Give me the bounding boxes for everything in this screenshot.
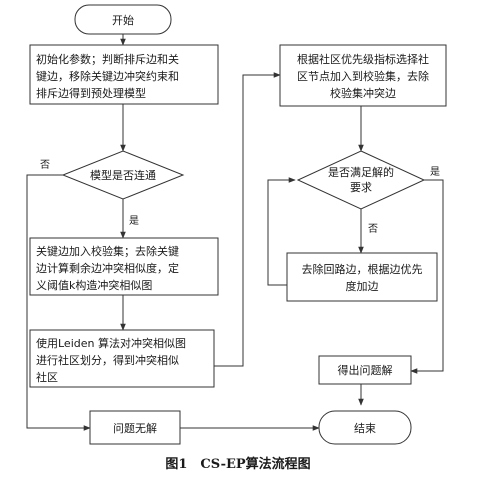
node-no-solution-label: 问题无解 — [113, 421, 157, 435]
label-satisfy-no: 否 — [368, 223, 378, 235]
node-connected-shape — [61, 150, 185, 200]
node-satisfy: 是否满足解的 要求 — [296, 150, 426, 210]
node-no-solution: 问题无解 — [89, 410, 181, 445]
node-similarity: 关键边加入校验集；去除关键 边计算剩余边冲突相似度，定 义阈值k构造冲突相似图 — [29, 237, 219, 296]
edges — [26, 34, 444, 431]
node-init-line-3: 排斥边得到预处理模型 — [36, 86, 146, 100]
node-leiden-line-1: 使用Leiden 算法对冲突相似图 — [36, 336, 186, 350]
node-init-shape — [29, 44, 219, 105]
node-select-shape — [279, 44, 447, 107]
node-end: 结束 — [318, 410, 412, 445]
node-similarity-shape — [29, 237, 219, 296]
node-get-solution-shape — [318, 355, 412, 385]
node-init-line-1: 初始化参数；判断排斥边和关 — [36, 52, 179, 66]
edge-labels: 否 是 是 否 — [40, 159, 440, 235]
node-start-shape — [74, 4, 172, 35]
node-get-solution-label: 得出问题解 — [338, 363, 393, 377]
node-connected-label: 模型是否连通 — [90, 168, 156, 182]
node-leiden: 使用Leiden 算法对冲突相似图 进行社区划分，得到冲突相似 社区 — [29, 329, 215, 388]
node-satisfy-line-2: 要求 — [350, 181, 372, 194]
node-select-line-3: 校验集冲突边 — [330, 86, 396, 100]
node-select-line-2: 区节点加入到校验集，去除 — [297, 69, 429, 83]
node-get-solution: 得出问题解 — [318, 355, 412, 385]
node-select: 根据社区优先级指标选择社 区节点加入到校验集，去除 校验集冲突边 — [279, 44, 447, 107]
node-end-shape — [318, 410, 412, 445]
node-remove-loop-line-1: 去除回路边，根据边优先 — [302, 262, 423, 276]
figure-caption: 图1 CS-EP算法流程图 — [165, 456, 310, 472]
node-connected: 模型是否连通 — [61, 150, 185, 200]
node-end-label: 结束 — [354, 422, 376, 435]
node-similarity-line-2: 边计算剩余边冲突相似度，定 — [36, 261, 179, 275]
node-remove-loop-line-2: 度加边 — [346, 279, 379, 293]
label-connected-no: 否 — [40, 159, 50, 171]
node-init: 初始化参数；判断排斥边和关 键边，移除关键边冲突约束和 排斥边得到预处理模型 — [29, 44, 219, 105]
node-similarity-line-3: 义阈值k构造冲突相似图 — [36, 278, 152, 292]
edge-connected-no-to-no-solution — [26, 174, 91, 431]
node-select-line-1: 根据社区优先级指标选择社 — [297, 52, 429, 66]
node-satisfy-line-1: 是否满足解的 — [328, 165, 394, 179]
node-similarity-line-1: 关键边加入校验集；去除关键 — [36, 244, 179, 258]
edge-satisfy-yes-to-get-solution — [410, 179, 444, 374]
node-leiden-shape — [29, 329, 215, 388]
label-connected-yes: 是 — [129, 215, 139, 227]
node-start-label: 开始 — [112, 13, 134, 27]
node-leiden-line-3: 社区 — [36, 370, 58, 384]
node-init-line-2: 键边，移除关键边冲突约束和 — [36, 69, 179, 83]
edge-leiden-to-select — [214, 72, 281, 367]
node-no-solution-shape — [89, 410, 181, 445]
node-remove-loop-shape — [286, 252, 438, 302]
node-satisfy-shape — [296, 150, 426, 210]
node-remove-loop: 去除回路边，根据边优先 度加边 — [286, 252, 438, 302]
node-start: 开始 — [74, 4, 172, 35]
node-leiden-line-2: 进行社区划分，得到冲突相似 — [36, 353, 179, 367]
label-satisfy-yes: 是 — [430, 166, 440, 178]
edge-remove-loop-to-satisfy — [267, 177, 296, 286]
